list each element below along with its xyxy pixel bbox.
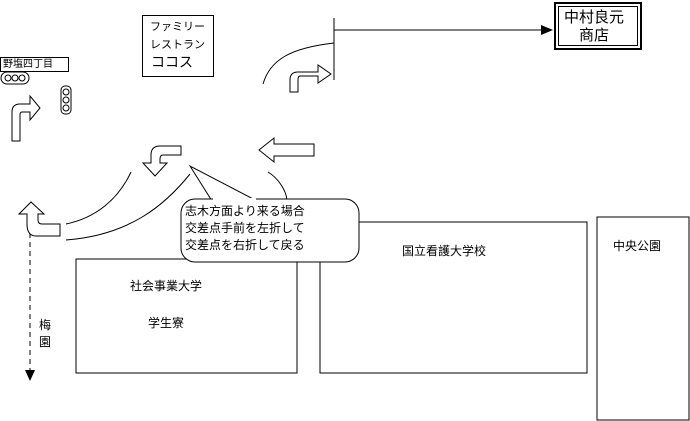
nakamura-store-line2: 商店	[579, 26, 610, 44]
left-arrow-center-east	[258, 136, 315, 164]
road-east-arrowhead	[541, 25, 553, 35]
nursing-college-building	[319, 221, 588, 374]
nakamura-store-sign: 中村良元 商店	[554, 2, 642, 50]
road-curve-sw-upper	[65, 171, 132, 225]
umezono-label-char2: 園	[39, 335, 52, 349]
callout-line2: 交差点手前を左折して	[185, 221, 305, 235]
nakamura-store-line1: 中村良元	[564, 8, 625, 26]
road-curve-north	[262, 42, 335, 85]
u-turn-arrow-center	[141, 145, 182, 177]
family-restaurant-line2: レストラン	[150, 38, 205, 51]
family-restaurant-line1: ファミリー	[150, 20, 205, 33]
road-curve-sw-lower	[65, 173, 191, 241]
family-restaurant-line3: ココス	[151, 55, 193, 71]
callout-line3: 交差点を右折して戻る	[185, 238, 305, 252]
intersection-sign: 野塩四丁目	[0, 57, 69, 72]
turn-right-arrow-northeast	[289, 64, 332, 93]
traffic-light-lamp	[62, 88, 70, 96]
callout-line1: 志木方面より来る場合	[185, 204, 305, 218]
callout-bubble	[180, 198, 360, 263]
turn-right-arrow-west	[11, 94, 41, 142]
central-park-area	[596, 216, 690, 421]
signal-lamp	[11, 74, 19, 82]
intersection-sign-label: 野塩四丁目	[3, 59, 53, 70]
callout-text: 志木方面より来る場合 交差点手前を左折して 交差点を右折して戻る	[185, 203, 345, 254]
signal-lamp	[18, 74, 26, 82]
road-curve-east	[267, 171, 288, 201]
dormitory-label: 学生寮	[148, 316, 185, 330]
central-park-label: 中央公園	[613, 239, 662, 253]
nursing-college-label: 国立看護大学校	[402, 244, 487, 258]
umezono-label-char1: 梅	[39, 318, 52, 332]
u-turn-arrow-west	[17, 201, 61, 237]
welfare-university-building	[75, 258, 298, 374]
umezono-arrowhead	[25, 370, 35, 381]
traffic-light-lamp	[62, 104, 70, 112]
callout-pointer	[188, 164, 258, 202]
signal-lamp	[4, 74, 12, 82]
traffic-light-lamp	[62, 96, 70, 104]
welfare-university-label: 社会事業大学	[130, 279, 203, 293]
family-restaurant-sign: ファミリー レストラン ココス	[142, 15, 214, 77]
